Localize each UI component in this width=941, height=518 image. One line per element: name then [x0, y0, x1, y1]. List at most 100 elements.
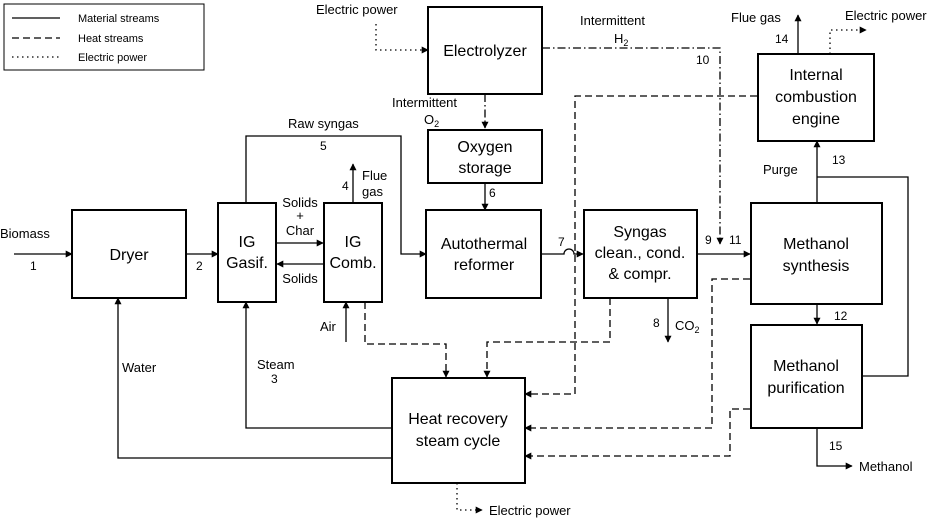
- meoh-purification-label-1: Methanol: [773, 358, 839, 375]
- intermittent-o2-label: Intermittent: [392, 95, 457, 110]
- o2-label: O2: [424, 112, 439, 129]
- atr-block: Autothermal reformer: [425, 209, 542, 299]
- heat-ice-line: [524, 95, 757, 398]
- combustor-block: IG Comb.: [323, 202, 383, 303]
- raw-syngas-label: Raw syngas: [288, 116, 359, 131]
- stream-number-4: 4: [342, 179, 349, 193]
- combustor-label-2: Comb.: [329, 255, 376, 272]
- oxygen-storage-label-2: storage: [458, 160, 511, 177]
- oxygen-storage-box: [427, 129, 543, 184]
- dryer-box: [71, 209, 187, 299]
- dryer-block: Dryer: [71, 209, 187, 299]
- electric-in-line: [375, 24, 429, 54]
- solids-label: Solids: [282, 271, 318, 286]
- cleaning-block: Syngas clean., cond. & compr.: [583, 209, 698, 299]
- hrsc-block: Heat recovery steam cycle: [391, 377, 526, 484]
- stream-10-line: [542, 47, 724, 245]
- electric-streams: [375, 24, 867, 514]
- stream-number-5: 5: [320, 139, 327, 153]
- meoh-synthesis-label-1: Methanol: [783, 236, 849, 253]
- stream-number-6: 6: [489, 186, 496, 200]
- stream-number-8: 8: [653, 316, 660, 330]
- cleaning-label-3: & compr.: [608, 266, 671, 283]
- water-label: Water: [122, 360, 157, 375]
- steam-label: Steam: [257, 357, 295, 372]
- atr-box: [425, 209, 542, 299]
- stream-number-1: 1: [30, 259, 37, 273]
- solids-char-label-1: Solids: [282, 195, 318, 210]
- meoh-synthesis-label-2: synthesis: [783, 258, 850, 275]
- combustor-box: [323, 202, 383, 303]
- co2-label: CO2: [675, 318, 700, 335]
- ice-box: [757, 53, 875, 142]
- water-line: [114, 297, 392, 459]
- stream-15-line: [816, 428, 853, 470]
- heat-streams: [364, 95, 757, 460]
- intermittent-h2-label: Intermittent: [580, 13, 645, 28]
- electric-ice-label: Electric power: [845, 8, 927, 23]
- stream-3-line: [242, 301, 392, 429]
- air-label: Air: [320, 319, 337, 334]
- heat-synthesis-line: [524, 278, 750, 432]
- atr-label-1: Autothermal: [441, 236, 527, 253]
- flue-gas-comb-label-2: gas: [362, 184, 383, 199]
- oxygen-storage-block: Oxygen storage: [427, 129, 543, 184]
- stream-number-13: 13: [832, 153, 846, 167]
- stream-number-2: 2: [196, 259, 203, 273]
- electric-ice-line: [829, 26, 867, 54]
- gasifier-label-2: Gasif.: [226, 255, 268, 272]
- stream-number-3: 3: [271, 372, 278, 386]
- electric-in-label: Electric power: [316, 2, 398, 17]
- stream-number-15: 15: [829, 439, 843, 453]
- oxygen-storage-label-1: Oxygen: [457, 139, 512, 156]
- solids-char-label-3: Char: [286, 223, 315, 238]
- meoh-purification-block: Methanol purification: [750, 324, 863, 429]
- cleaning-label-1: Syngas: [613, 224, 666, 241]
- meoh-synthesis-box: [750, 202, 883, 305]
- flue-gas-ice-label: Flue gas: [731, 10, 781, 25]
- ice-label-3: engine: [792, 111, 840, 128]
- electrolyzer-block: Electrolyzer: [427, 6, 543, 95]
- cleaning-box: [583, 209, 698, 299]
- electric-out-label: Electric power: [489, 503, 571, 518]
- flue-gas-comb-label-1: Flue: [362, 168, 387, 183]
- legend: Material streams Heat streams Electric p…: [3, 3, 205, 71]
- meoh-purification-label-2: purification: [767, 380, 844, 397]
- dryer-label: Dryer: [109, 247, 149, 264]
- biomass-label: Biomass: [0, 226, 50, 241]
- hrsc-label-2: steam cycle: [416, 433, 501, 450]
- purge-label: Purge: [763, 162, 798, 177]
- cleaning-label-2: clean., cond.: [595, 245, 686, 262]
- stream-number-11: 11: [729, 233, 742, 247]
- stream-number-10: 10: [696, 53, 710, 67]
- electric-out-line: [456, 483, 483, 514]
- gasifier-block: IG Gasif.: [217, 202, 277, 303]
- material-streams: [14, 14, 909, 470]
- heat-comb-line: [364, 302, 450, 378]
- ice-label-1: Internal: [789, 67, 842, 84]
- heat-purification-line: [524, 408, 750, 460]
- gasifier-box: [217, 202, 277, 303]
- meoh-synthesis-block: Methanol synthesis: [750, 202, 883, 305]
- h2-label: H2: [614, 31, 628, 48]
- electrolyzer-box: [427, 6, 543, 95]
- stream-5-line: [245, 135, 427, 258]
- ice-block: Internal combustion engine: [757, 53, 875, 142]
- ice-label-2: combustion: [775, 89, 857, 106]
- hrsc-box: [391, 377, 526, 484]
- electrolyzer-label: Electrolyzer: [443, 43, 527, 60]
- stream-7-line: [541, 248, 584, 258]
- hrsc-label-1: Heat recovery: [408, 411, 508, 428]
- atr-label-2: reformer: [454, 257, 515, 274]
- stream-number-12: 12: [834, 309, 848, 323]
- heat-cleaning-line: [483, 298, 611, 378]
- solids-char-label-2: +: [296, 208, 304, 223]
- intermittent-streams: [481, 47, 724, 245]
- meoh-purification-box: [750, 324, 863, 429]
- legend-heat-label: Heat streams: [78, 33, 144, 45]
- legend-frame: [3, 3, 205, 71]
- legend-electric-label: Electric power: [78, 52, 147, 64]
- combustor-label-1: IG: [345, 234, 362, 251]
- gasifier-label-1: IG: [239, 234, 256, 251]
